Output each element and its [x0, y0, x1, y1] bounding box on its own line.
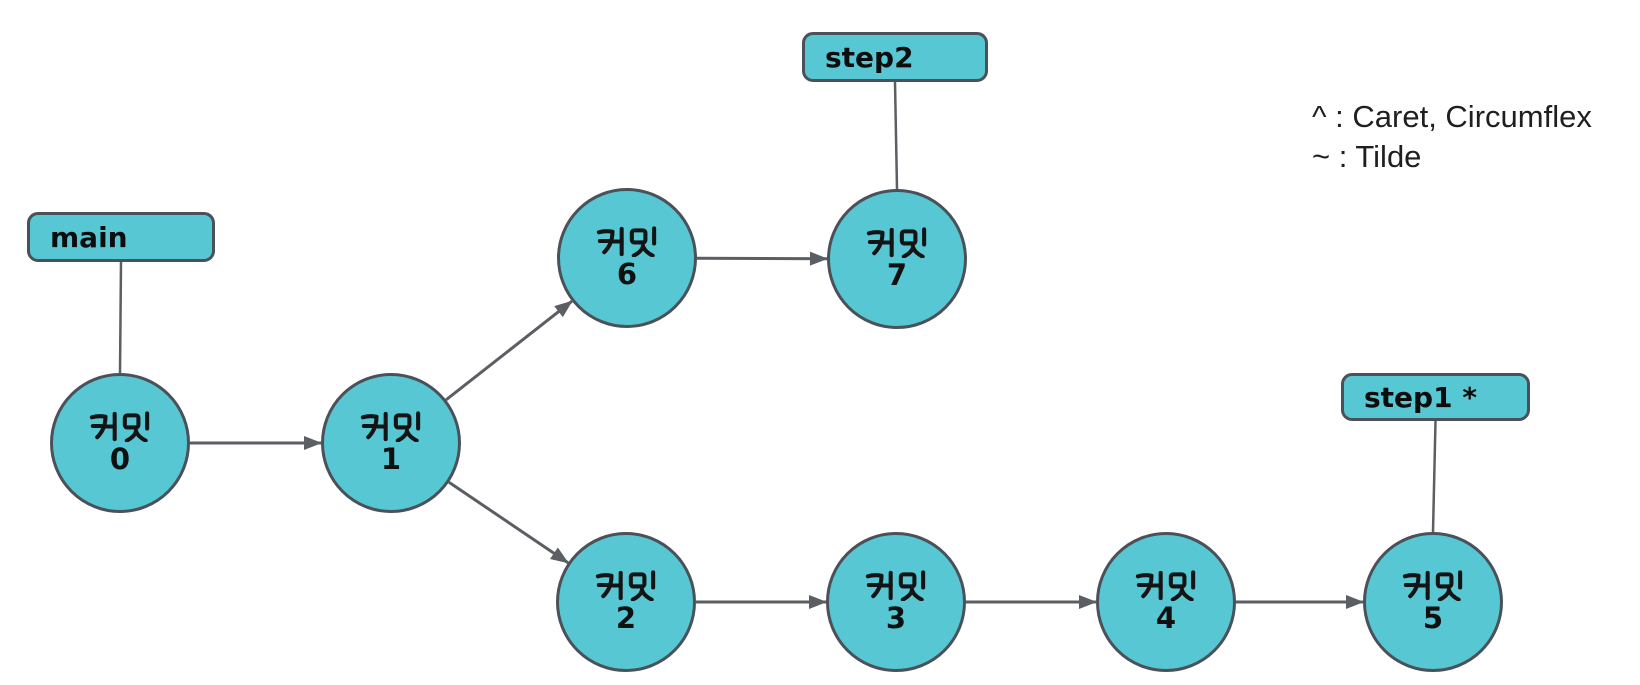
branch-box-step1: step1 *	[1341, 373, 1530, 421]
hangul-commit-glyph	[865, 570, 927, 601]
hangul-commit-glyph	[1402, 570, 1464, 601]
hangul-commit-glyph	[360, 411, 422, 442]
hangul-commit-glyph	[1135, 570, 1197, 601]
commit-node-0: 커밋0	[50, 373, 190, 513]
commit-number: 6	[616, 257, 638, 291]
commit-number: 4	[1155, 601, 1177, 635]
commit-node-1: 커밋1	[321, 373, 461, 513]
commit-number: 3	[885, 601, 907, 635]
commit-node-5: 커밋5	[1363, 532, 1503, 672]
commit-number: 7	[886, 258, 908, 292]
branch-connector-step2	[893, 81, 899, 190]
legend-line-caret: ^ : Caret, Circumflex	[1312, 99, 1592, 134]
branch-box-step2: step2	[802, 32, 988, 82]
edge-commit1-commit2	[448, 480, 569, 565]
branch-connector-main	[118, 261, 123, 374]
edge-commit1-commit6	[445, 300, 573, 401]
commit-node-4: 커밋4	[1096, 532, 1236, 672]
commit-number: 1	[380, 442, 402, 476]
legend: ^ : Caret, Circumflex ~ : Tilde	[1312, 97, 1592, 177]
hangul-commit-glyph	[596, 226, 658, 257]
commit-node-2: 커밋2	[556, 532, 696, 672]
branch-label: main	[50, 220, 128, 254]
commit-number: 2	[615, 601, 637, 635]
legend-line-tilde: ~ : Tilde	[1312, 139, 1422, 174]
commit-number: 0	[109, 442, 131, 476]
hangul-commit-glyph	[89, 411, 151, 442]
branch-box-main: main	[27, 212, 215, 262]
hangul-commit-glyph	[595, 570, 657, 601]
hangul-commit-glyph	[866, 227, 928, 258]
commit-node-3: 커밋3	[826, 532, 966, 672]
branch-connector-step1	[1431, 420, 1437, 533]
branch-label: step1 *	[1364, 380, 1477, 414]
commit-node-7: 커밋7	[827, 189, 967, 329]
branch-label: step2	[825, 40, 914, 74]
commit-node-6: 커밋6	[557, 188, 697, 328]
commit-number: 5	[1422, 601, 1444, 635]
